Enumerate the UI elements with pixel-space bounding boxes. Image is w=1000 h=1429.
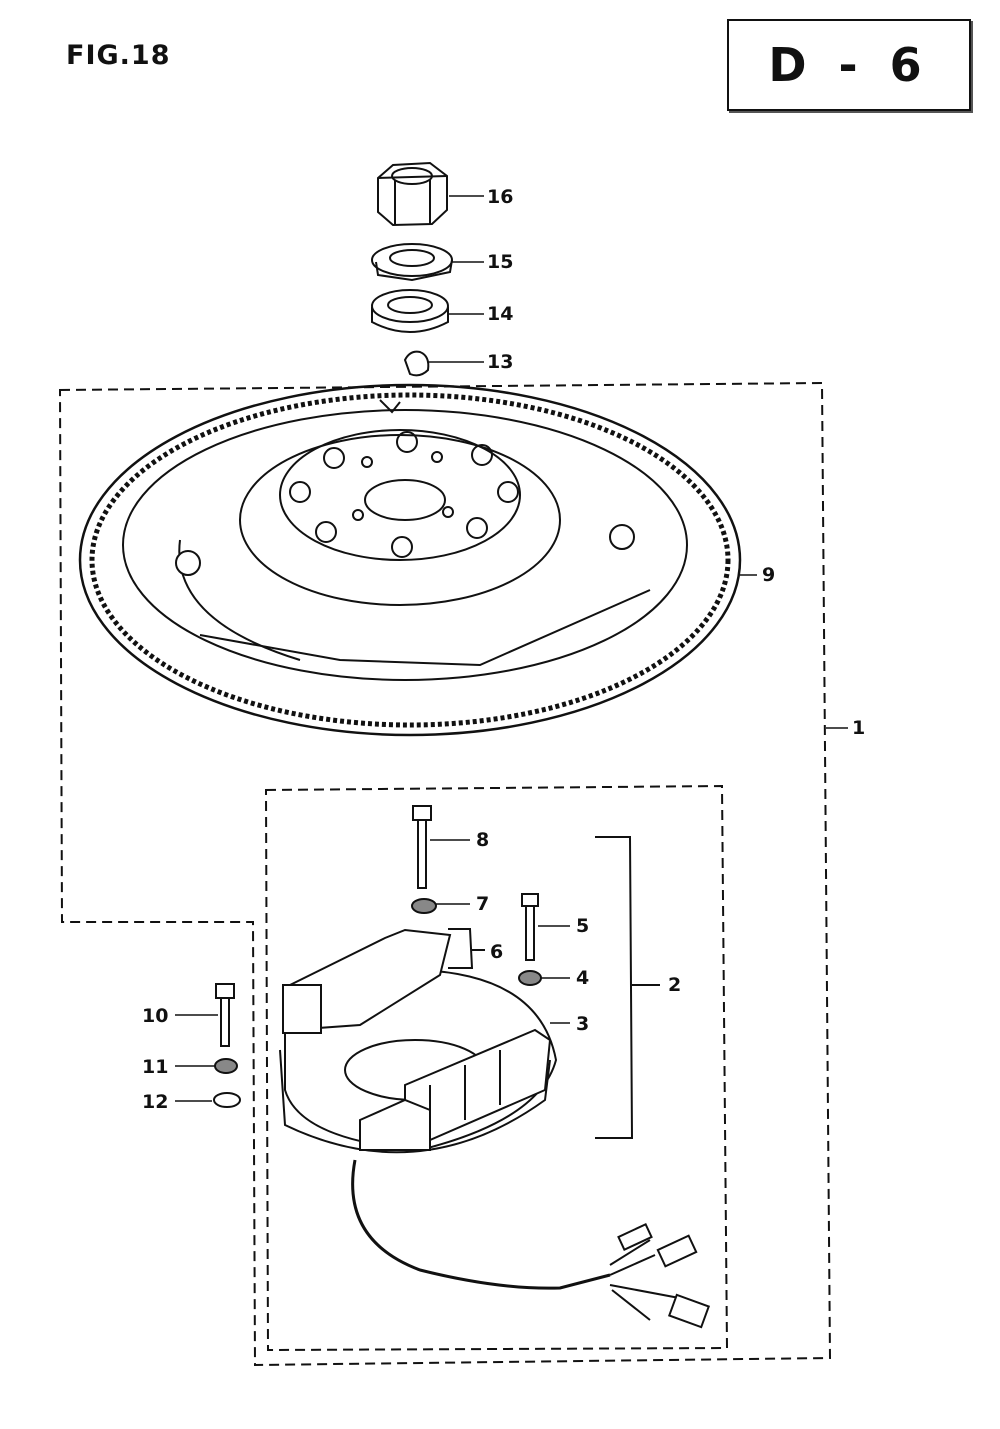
washer-part-11 — [214, 1058, 238, 1074]
callout-13: 13 — [487, 351, 513, 373]
callout-1: 1 — [852, 717, 865, 739]
callout-14: 14 — [487, 303, 513, 325]
callout-2: 2 — [668, 974, 681, 996]
assembly-1-dashed-outline — [58, 381, 832, 1367]
washer-part-14 — [371, 289, 449, 333]
washer-part-12 — [213, 1092, 241, 1108]
callout-11: 11 — [142, 1056, 168, 1078]
callout-16: 16 — [487, 186, 513, 208]
callout-12: 12 — [142, 1091, 168, 1113]
stator-dashed-outline — [264, 784, 729, 1352]
callout-4: 4 — [576, 967, 589, 989]
bolt-part-10 — [215, 983, 235, 1047]
section-code: D - 6 — [768, 38, 930, 92]
callout-7: 7 — [476, 893, 489, 915]
leader-lines — [175, 195, 848, 1102]
callout-5: 5 — [576, 915, 589, 937]
figure-label: FIG.18 — [66, 40, 171, 71]
washer-part-4 — [518, 970, 542, 986]
callout-8: 8 — [476, 829, 489, 851]
nut-part-16 — [377, 161, 448, 227]
callout-10: 10 — [142, 1005, 168, 1027]
washer-part-7 — [411, 898, 437, 914]
bolt-part-8 — [412, 805, 432, 889]
callout-3: 3 — [576, 1013, 589, 1035]
stator-assembly — [279, 928, 711, 1329]
callout-labels: 16 15 14 13 9 1 8 7 5 6 4 2 3 10 11 12 — [142, 186, 865, 1113]
flywheel-part-9 — [78, 383, 742, 737]
callout-9: 9 — [762, 564, 775, 586]
callout-15: 15 — [487, 251, 513, 273]
bracket-group-2 — [595, 836, 634, 1139]
wire-harness — [351, 1159, 611, 1290]
key-part-13 — [403, 350, 430, 377]
section-code-box: D - 6 — [727, 19, 971, 111]
bolt-part-5 — [521, 893, 539, 961]
lock-washer-part-15 — [371, 243, 453, 282]
callout-6: 6 — [490, 941, 503, 963]
